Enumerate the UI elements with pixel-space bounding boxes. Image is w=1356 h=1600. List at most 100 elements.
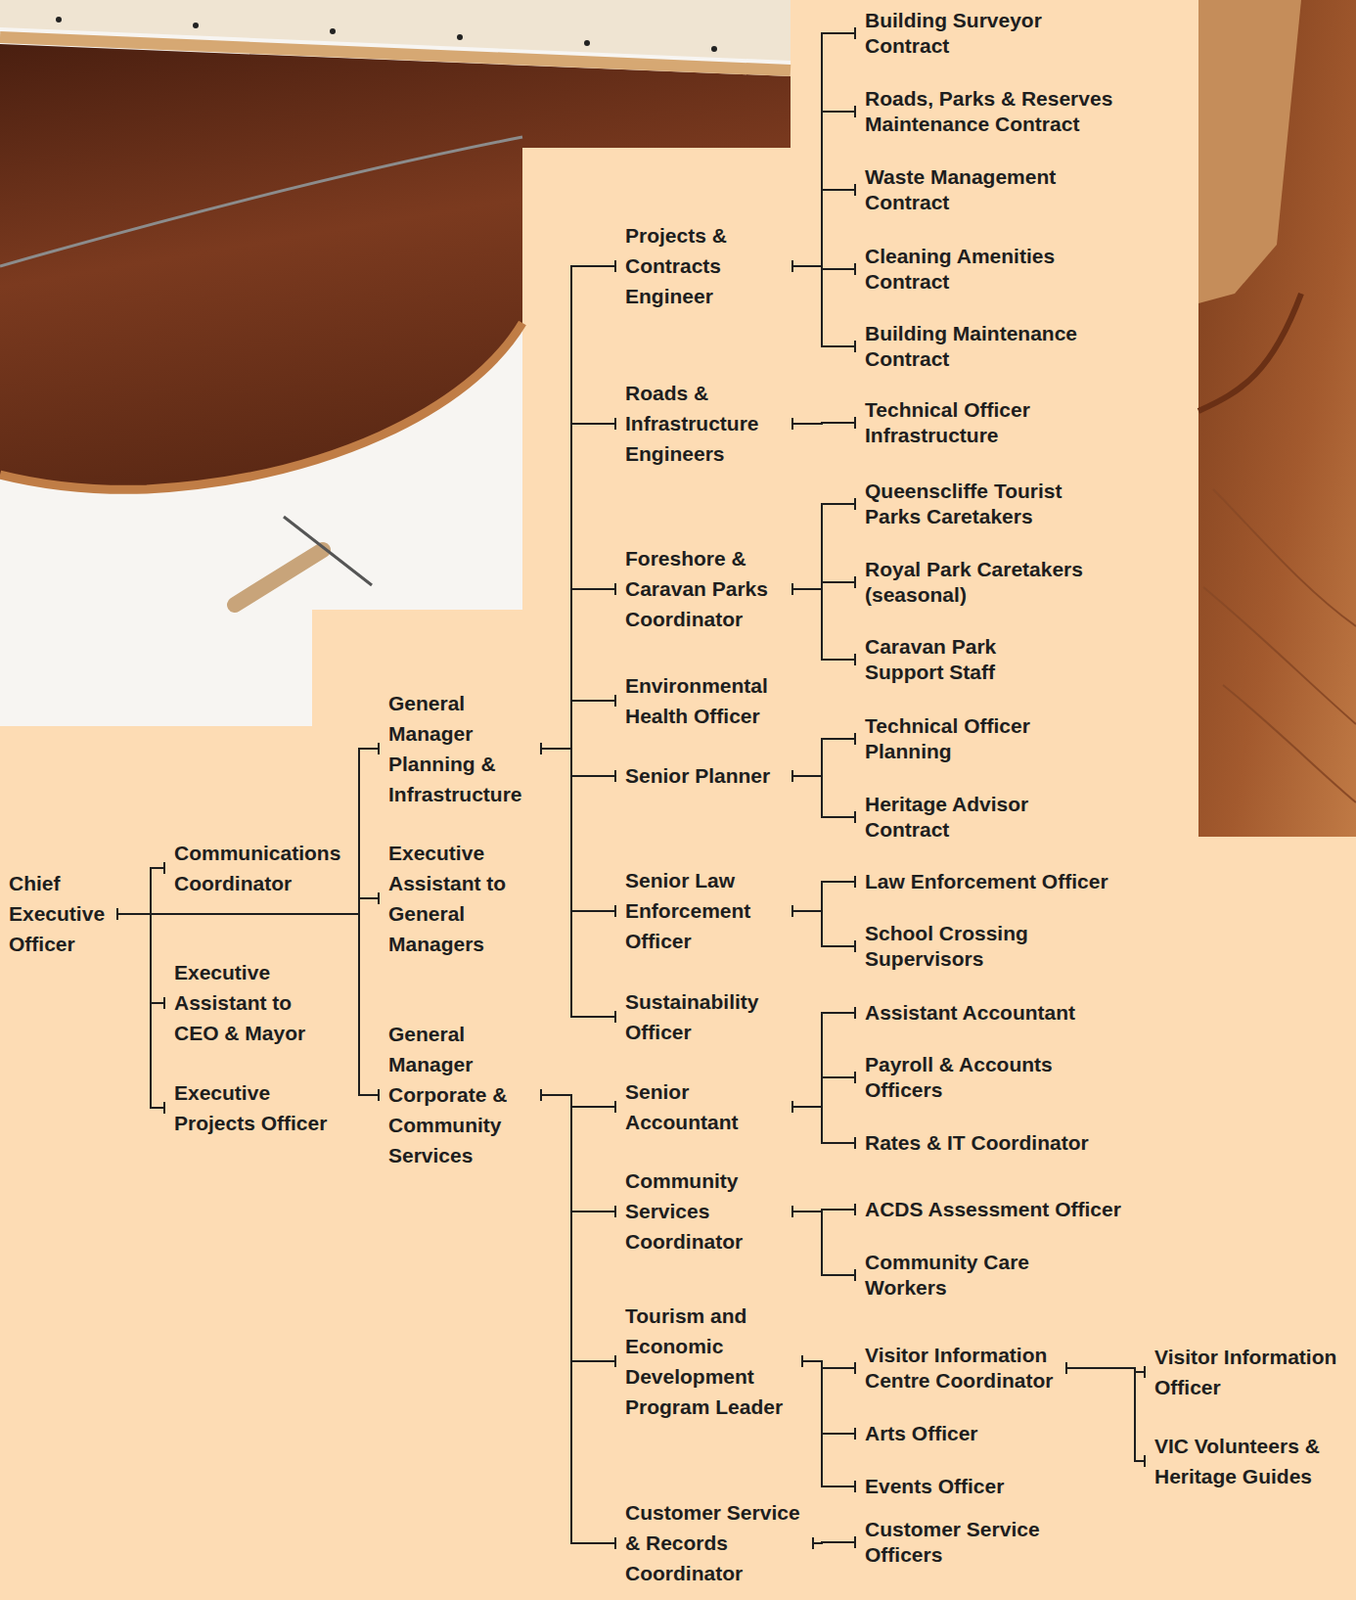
bracket-connector: [792, 583, 856, 666]
bracket-connector: [792, 1100, 856, 1149]
bracket-connector: [792, 732, 856, 782]
role-title: Community Services Coordinator: [625, 1165, 787, 1257]
org-role: Senior Planner: [625, 760, 787, 791]
org-role: Projects & Contracts Engineer: [625, 220, 787, 312]
role-title: Technical Officer Planning: [864, 713, 1051, 765]
role-title: School Crossing Supervisors: [864, 920, 1051, 972]
org-role: Executive Assistant to CEO & Mayor: [174, 956, 331, 1048]
bracket-connector: [792, 260, 856, 353]
role-title: Arts Officer: [864, 1420, 1061, 1447]
role-title: ACDS Assessment Officer: [864, 1196, 1134, 1222]
org-role: Visitor Information Centre Coordinator: [864, 1342, 1061, 1394]
role-title: Sustainability Officer: [625, 986, 787, 1047]
org-role: Environmental Health Officer: [625, 670, 787, 731]
org-role: Building Maintenance Contract: [864, 320, 1083, 372]
bracket-connector: [541, 583, 616, 755]
org-role: School Crossing Supervisors: [864, 920, 1051, 972]
org-role: Tourism and Economic Development Program…: [625, 1300, 797, 1422]
bracket-connector: [541, 1088, 616, 1218]
bracket-connector: [813, 1536, 856, 1549]
role-title: Rates & IT Coordinator: [864, 1130, 1110, 1156]
org-role: Royal Park Caretakers (seasonal): [864, 556, 1088, 608]
role-title: Executive Assistant to CEO & Mayor: [174, 956, 331, 1048]
org-role: Executive Assistant to General Managers: [388, 837, 536, 959]
bracket-connector: [541, 694, 616, 755]
role-title: VIC Volunteers & Heritage Guides: [1154, 1430, 1349, 1492]
deck-studs: [55, 16, 718, 52]
boat-rope: [0, 136, 523, 267]
bracket-connector: [792, 183, 856, 272]
role-title: Tourism and Economic Development Program…: [625, 1300, 797, 1422]
org-role: Chief Executive Officer: [8, 867, 112, 959]
bracket-connector: [541, 260, 616, 755]
photo-ground: [0, 0, 791, 726]
bracket-connector: [117, 907, 379, 1101]
org-role: Senior Law Enforcement Officer: [625, 864, 787, 956]
bracket-connector: [541, 742, 616, 1023]
role-title: Building Maintenance Contract: [864, 320, 1083, 372]
org-role: Caravan Park Support Staff: [864, 633, 1012, 685]
role-title: Royal Park Caretakers (seasonal): [864, 556, 1088, 608]
bracket-connector: [792, 497, 856, 595]
bracket-connector: [1066, 1361, 1145, 1378]
role-title: Environmental Health Officer: [625, 670, 787, 731]
bracket-connector: [792, 769, 856, 823]
bracket-connector: [792, 904, 856, 952]
role-title: Senior Planner: [625, 760, 787, 791]
role-title: Assistant Accountant: [864, 999, 1100, 1026]
stand-leg: [1198, 0, 1302, 304]
bracket-connector: [117, 861, 165, 920]
bracket-connector: [117, 892, 379, 920]
org-role: Assistant Accountant: [864, 999, 1100, 1026]
org-role: ACDS Assessment Officer: [864, 1196, 1134, 1222]
role-title: Customer Service Officers: [864, 1516, 1056, 1568]
role-title: Executive Assistant to General Managers: [388, 837, 536, 959]
role-title: General Manager Corporate & Community Se…: [388, 1018, 536, 1171]
role-title: Law Enforcement Officer: [864, 868, 1120, 895]
role-title: Roads, Parks & Reserves Maintenance Cont…: [864, 86, 1116, 137]
org-role: Heritage Advisor Contract: [864, 791, 1051, 843]
bracket-connector: [117, 907, 165, 1114]
org-role: Technical Officer Planning: [864, 713, 1051, 765]
org-role: Roads, Parks & Reserves Maintenance Cont…: [864, 86, 1116, 137]
role-title: Cleaning Amenities Contract: [864, 243, 1061, 295]
bracket-connector: [117, 742, 379, 920]
org-role: Events Officer: [864, 1473, 1061, 1499]
role-title: Caravan Park Support Staff: [864, 633, 1012, 685]
org-role: General Manager Planning & Infrastructur…: [388, 687, 536, 810]
bracket-connector: [792, 1006, 856, 1113]
hull-edge: [0, 322, 523, 490]
bracket-connector: [792, 105, 856, 272]
wooden-stick: [234, 549, 323, 605]
bracket-connector: [541, 417, 616, 755]
wood-grain: [1203, 489, 1356, 803]
bracket-connector: [1066, 1361, 1145, 1467]
org-role: Roads & Infrastructure Engineers: [625, 377, 787, 469]
org-role: Cleaning Amenities Contract: [864, 243, 1061, 295]
bracket-connector: [802, 1355, 856, 1440]
role-title: Customer Service & Records Coordinator: [625, 1496, 808, 1588]
org-role: Payroll & Accounts Officers: [864, 1051, 1061, 1103]
org-role: Technical Officer Infrastructure: [864, 397, 1051, 449]
org-role: Senior Accountant: [625, 1076, 787, 1137]
role-title: Technical Officer Infrastructure: [864, 397, 1051, 449]
bracket-connector: [541, 742, 616, 917]
org-role: Law Enforcement Officer: [864, 868, 1120, 895]
org-role: Community Care Workers: [864, 1249, 1051, 1301]
role-title: Events Officer: [864, 1473, 1061, 1499]
role-title: Senior Accountant: [625, 1076, 787, 1137]
bracket-connector: [792, 260, 856, 275]
role-title: Building Surveyor Contract: [864, 7, 1051, 59]
org-role: Communications Coordinator: [174, 837, 353, 899]
role-title: Community Care Workers: [864, 1249, 1051, 1301]
org-role: Executive Projects Officer: [174, 1077, 353, 1138]
role-title: Executive Projects Officer: [174, 1077, 353, 1138]
table-wood: [1198, 0, 1356, 837]
org-role: VIC Volunteers & Heritage Guides: [1154, 1430, 1349, 1492]
bracket-connector: [792, 576, 856, 595]
bracket-connector: [117, 907, 165, 1009]
bracket-connector: [792, 1205, 856, 1281]
bracket-connector: [541, 1088, 616, 1549]
org-role: Customer Service Officers: [864, 1516, 1056, 1568]
bracket-connector: [541, 1088, 616, 1113]
